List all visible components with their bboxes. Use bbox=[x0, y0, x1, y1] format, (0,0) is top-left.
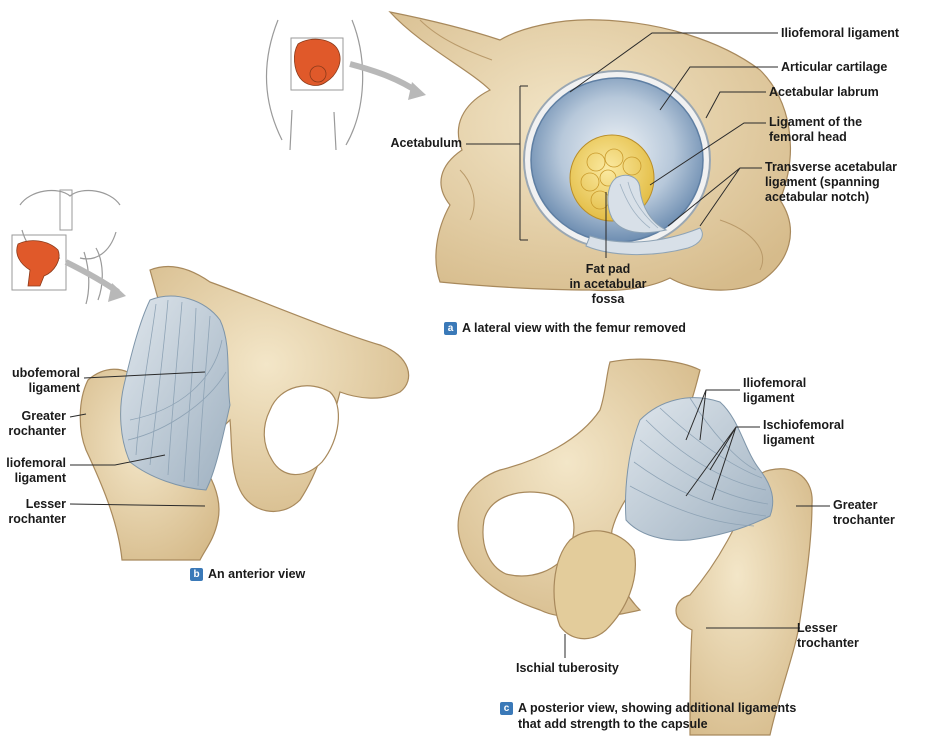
panel-a-drawing bbox=[388, 11, 791, 292]
label-greater-trochanter-b: Greater rochanter bbox=[8, 409, 66, 438]
leader-lines bbox=[69, 32, 830, 658]
label-iliofemoral-ligament-c: Iliofemoral ligament bbox=[743, 376, 807, 405]
label-iliofemoral-ligament-a: Iliofemoral ligament bbox=[781, 26, 900, 40]
label-ischiofemoral-ligament: Ischiofemoral ligament bbox=[763, 418, 845, 447]
label-iliofemoral-ligament-b: liofemoral ligament bbox=[6, 456, 66, 485]
panel-c-drawing bbox=[457, 358, 813, 736]
label-acetabulum: Acetabulum bbox=[390, 136, 462, 150]
label-lesser-trochanter-b: Lesser rochanter bbox=[8, 497, 66, 526]
label-fat-pad: Fat pad in acetabular fossa bbox=[569, 262, 647, 306]
label-ischial-tuberosity: Ischial tuberosity bbox=[516, 661, 619, 675]
panel-b-drawing bbox=[79, 265, 410, 561]
label-transverse-acetabular-ligament: Transverse acetabular ligament (spanning… bbox=[765, 160, 898, 204]
badge-a: a bbox=[444, 322, 457, 335]
label-lesser-trochanter-c: Lesser trochanter bbox=[797, 621, 859, 650]
label-greater-trochanter-c: Greater trochanter bbox=[833, 498, 895, 527]
locator-figure-lateral bbox=[265, 19, 426, 151]
badge-c: c bbox=[500, 702, 513, 715]
label-pubofemoral-ligament: ubofemoral ligament bbox=[11, 366, 80, 395]
locator-figure-anterior bbox=[11, 189, 126, 305]
label-acetabular-labrum: Acetabular labrum bbox=[769, 85, 879, 99]
label-articular-cartilage: Articular cartilage bbox=[781, 60, 888, 74]
label-ligament-femoral-head: Ligament of the femoral head bbox=[769, 115, 863, 144]
badge-b: b bbox=[190, 568, 203, 581]
